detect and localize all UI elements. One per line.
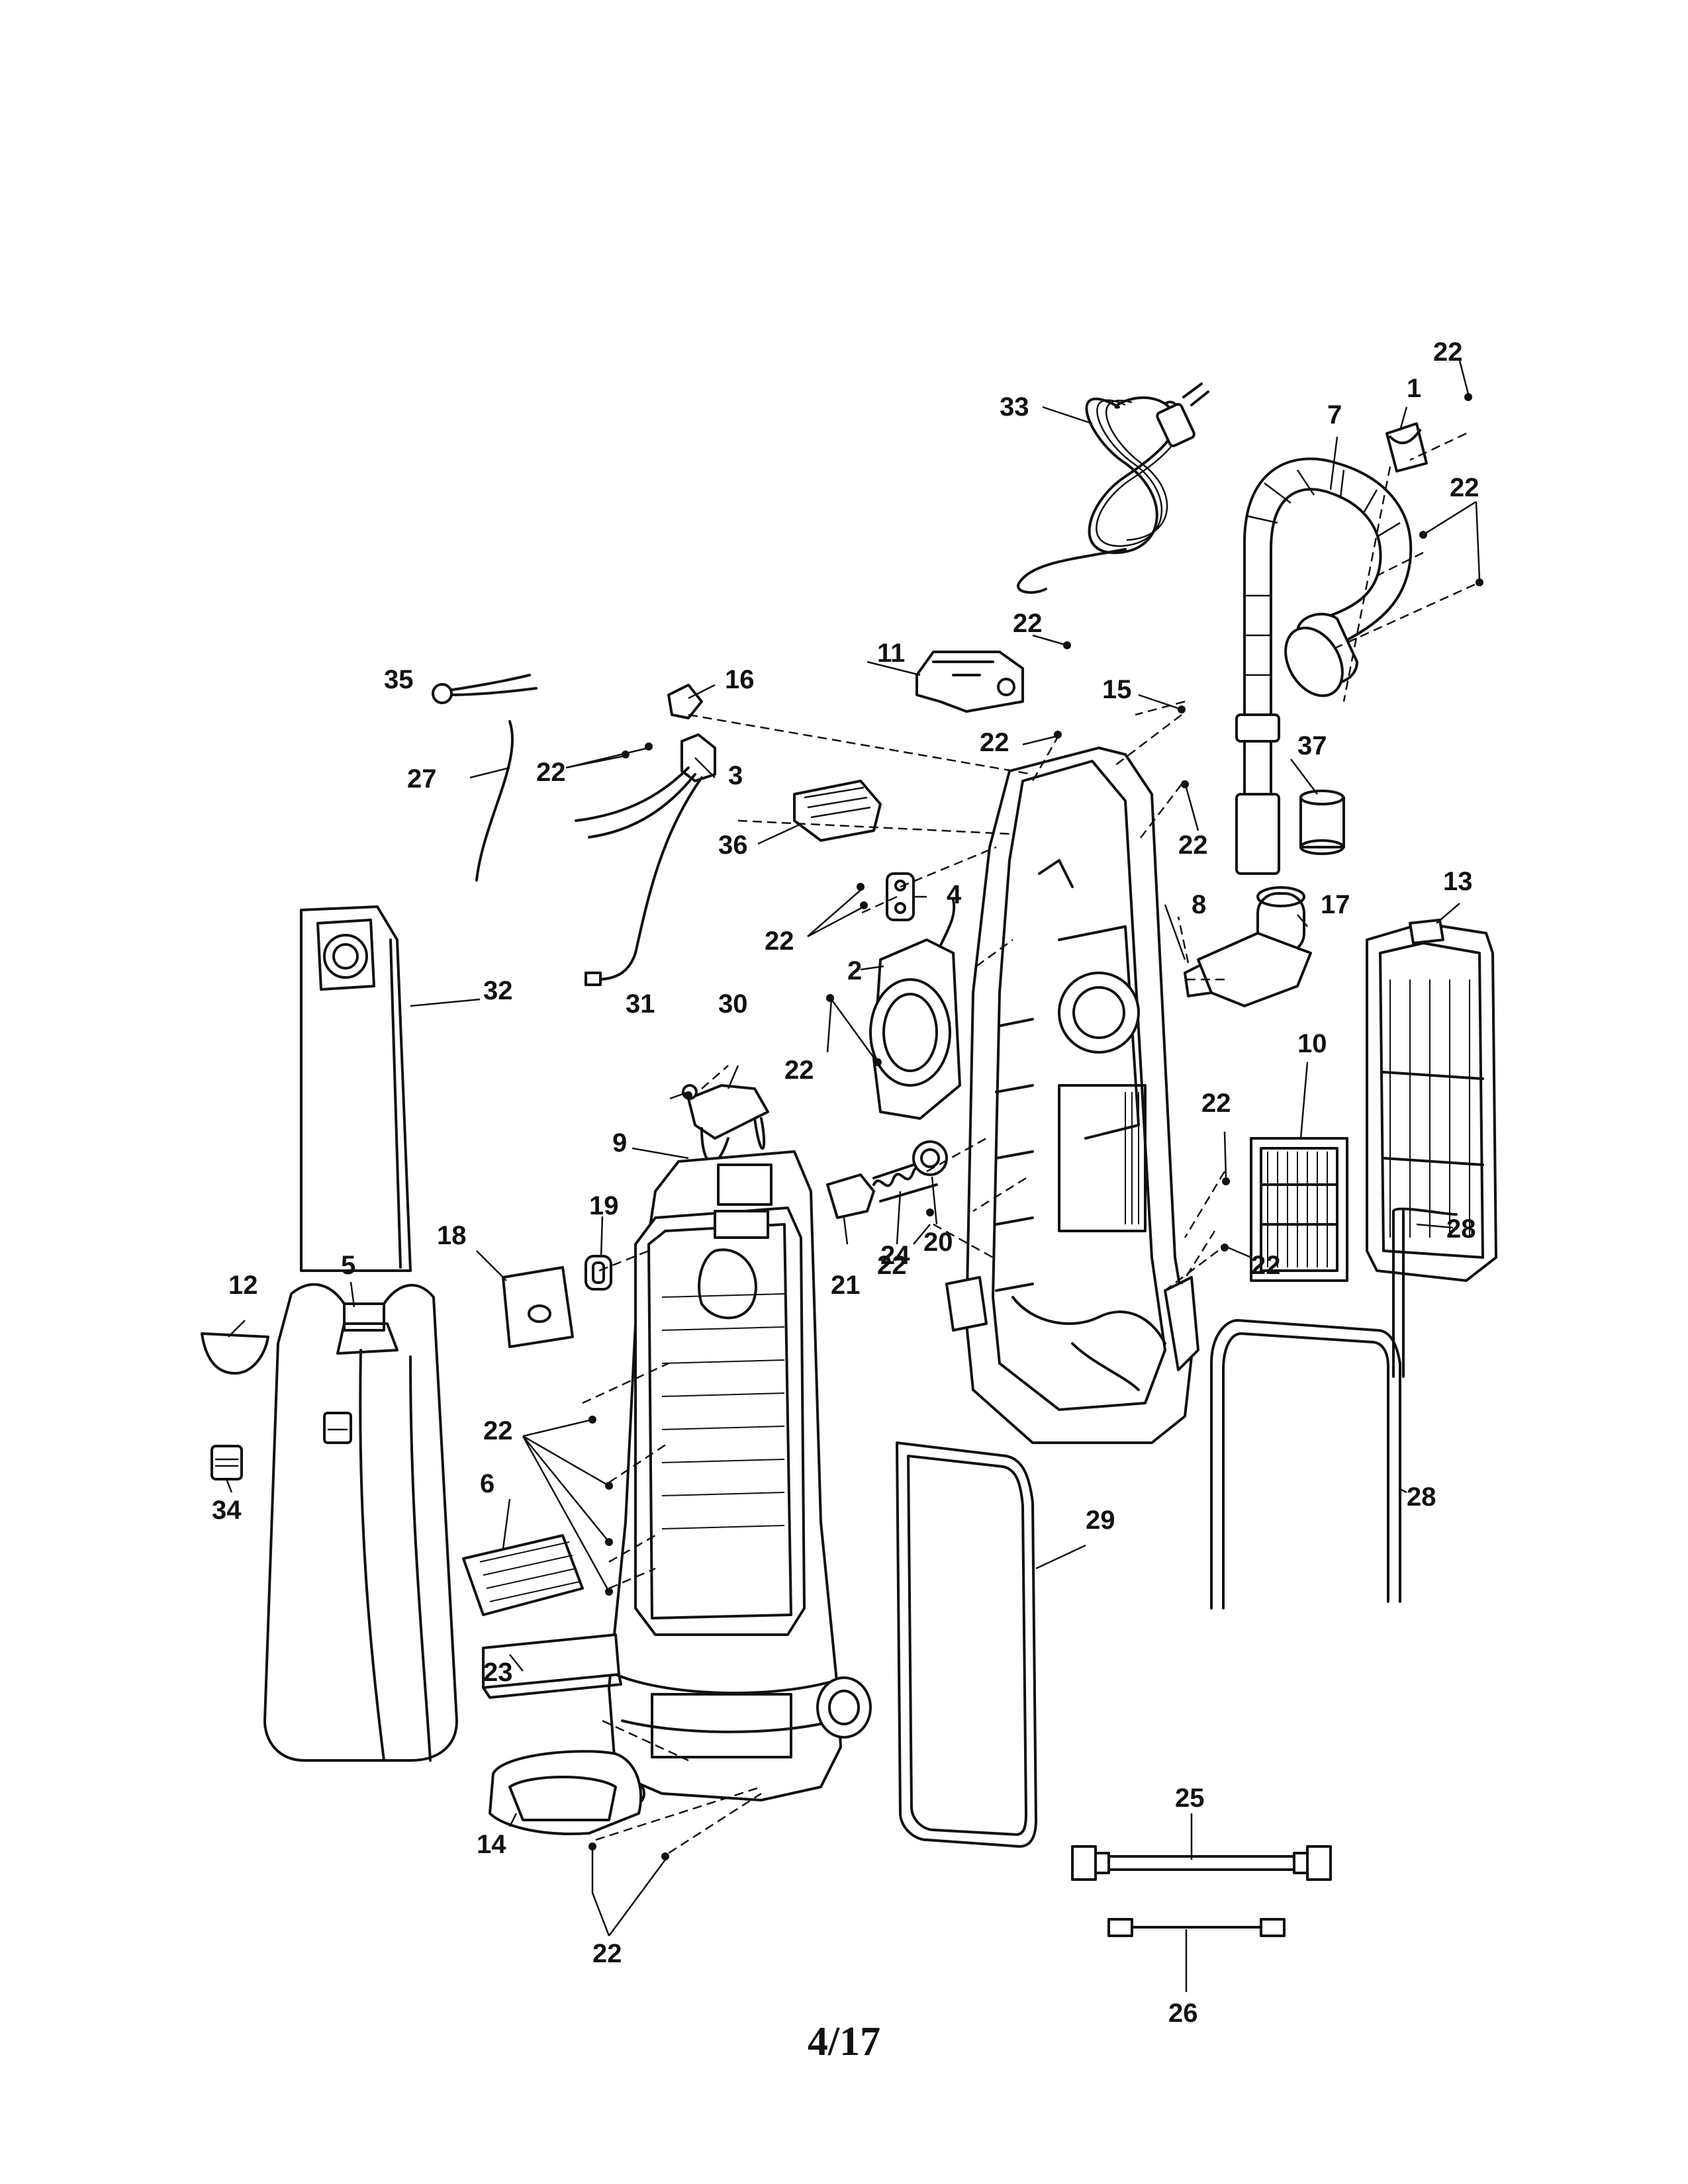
- callout-24: 24: [880, 1241, 910, 1270]
- callout-22-body-right: 22: [1178, 831, 1208, 860]
- part-spring-assembly: [826, 1140, 948, 1219]
- callout-19: 19: [589, 1191, 619, 1220]
- callout-34: 34: [212, 1496, 242, 1525]
- callout-16: 16: [725, 665, 755, 694]
- callout-1: 1: [1407, 374, 1421, 403]
- callout-22-body-top: 22: [980, 728, 1009, 757]
- part-door-label: [502, 1255, 612, 1348]
- part-gasket: [896, 1441, 1037, 1848]
- callout-22-inlet: 22: [784, 1056, 814, 1085]
- callout-33: 33: [1000, 392, 1029, 422]
- part-filter-door: [1366, 919, 1497, 1282]
- callout-4: 4: [947, 880, 962, 909]
- callout-12: 12: [228, 1271, 258, 1300]
- callout-3: 3: [728, 761, 743, 790]
- callout-22-hook: 22: [1013, 609, 1043, 638]
- part-hose: [1235, 457, 1413, 875]
- part-front-housing: [608, 1150, 872, 1807]
- callout-22-filter: 22: [1201, 1089, 1231, 1118]
- callout-22-housing: 22: [483, 1416, 513, 1445]
- part-connector-harness: [1071, 1845, 1332, 1937]
- part-hepa-filter: [1250, 1137, 1348, 1282]
- callout-18: 18: [437, 1221, 467, 1250]
- callout-23: 23: [483, 1658, 513, 1687]
- callout-22-wires: 22: [536, 758, 566, 787]
- callout-15: 15: [1102, 675, 1132, 704]
- part-rear-housing: [945, 747, 1199, 1444]
- callout-22-bottom: 22: [592, 1939, 622, 1968]
- callout-36: 36: [718, 831, 748, 860]
- callout-22-front: 22: [877, 1251, 907, 1280]
- callout-7: 7: [1327, 400, 1342, 430]
- callout-labels: 33 7 1 22 22 22 11 15 22 37 22 35 16 27 …: [212, 338, 1479, 2028]
- callout-31: 31: [626, 989, 655, 1019]
- part-wand-rods: [1210, 1207, 1458, 1610]
- callout-30: 30: [718, 989, 748, 1019]
- part-circuit-board: [793, 780, 882, 842]
- part-motor-assembly: [1184, 886, 1312, 1007]
- callout-13: 13: [1443, 867, 1473, 896]
- callout-22-rear-bottom: 22: [1251, 1251, 1281, 1280]
- callout-5: 5: [341, 1251, 355, 1280]
- callout-8: 8: [1192, 890, 1206, 919]
- part-bag-door: [263, 1283, 458, 1762]
- callout-22-top: 22: [1433, 338, 1463, 367]
- callout-9: 9: [612, 1128, 627, 1158]
- part-bracket: [886, 872, 915, 921]
- callout-26: 26: [1168, 1999, 1198, 2028]
- part-latch-bracket: [682, 1084, 769, 1164]
- callout-35: 35: [384, 665, 414, 694]
- part-power-cord: [1017, 383, 1209, 594]
- callout-32: 32: [483, 976, 513, 1005]
- page-number: 4/17: [807, 2019, 881, 2064]
- callout-22-hose: 22: [1450, 473, 1479, 502]
- callout-25: 25: [1175, 1784, 1205, 1813]
- callout-14: 14: [477, 1830, 506, 1859]
- callout-29: 29: [1086, 1506, 1115, 1535]
- part-bag-door-latch: [201, 1332, 269, 1480]
- callout-2: 2: [847, 956, 862, 985]
- callout-11: 11: [877, 639, 905, 668]
- leader-lines: [225, 360, 1481, 1992]
- callout-28-lower: 28: [1407, 1482, 1436, 1512]
- callout-6: 6: [480, 1469, 494, 1498]
- callout-17: 17: [1321, 890, 1350, 919]
- part-exhaust-filters: [462, 1534, 643, 1835]
- part-filter-cup: [1299, 790, 1345, 855]
- callout-22-bracket: 22: [765, 927, 794, 956]
- part-dust-bag: [300, 905, 412, 1272]
- part-hose-clip: [1385, 422, 1428, 473]
- callout-37: 37: [1297, 731, 1327, 760]
- callout-10: 10: [1297, 1029, 1327, 1058]
- assembly-lines: [582, 432, 1480, 1854]
- callout-21: 21: [831, 1271, 861, 1300]
- part-wire-harness: [432, 674, 716, 986]
- part-cord-hook: [915, 651, 1024, 713]
- callout-27: 27: [407, 764, 437, 794]
- callout-20: 20: [923, 1228, 953, 1257]
- part-motor-inlet: [869, 899, 961, 1120]
- callout-28-upper: 28: [1446, 1214, 1476, 1244]
